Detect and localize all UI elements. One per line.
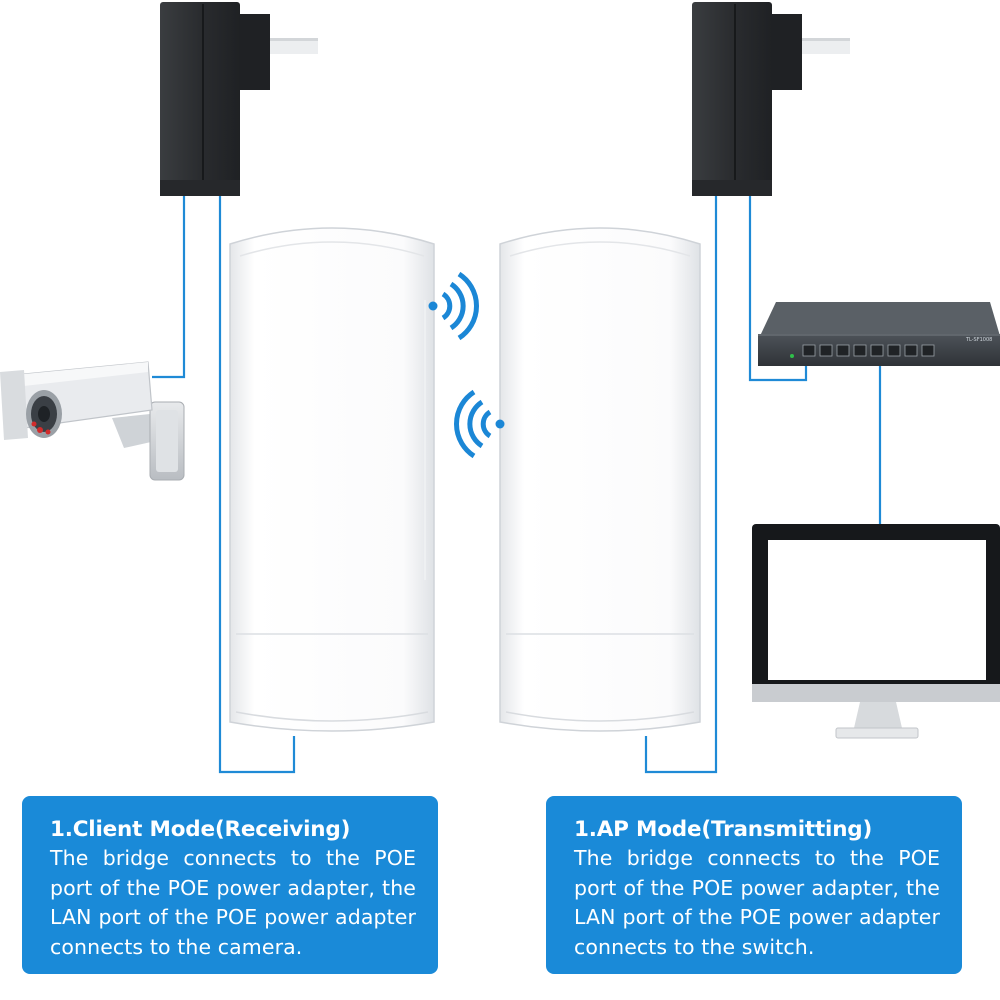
cable-adapter-to-ap-bridge: [644, 196, 718, 774]
power-adapter-icon: [692, 2, 850, 196]
client-mode-description: The bridge connects to the POE port of t…: [50, 846, 416, 959]
switch-icon: [758, 302, 1000, 366]
monitor-icon: [752, 524, 1000, 739]
wifi-signal-icon: [428, 271, 479, 341]
ap-mode-title: 1.AP Mode(Transmitting): [574, 817, 873, 842]
cables: [152, 196, 882, 774]
bridge-icon: [229, 227, 435, 732]
ap-mode-panel: 1.AP Mode(Transmitting) The bridge conne…: [546, 796, 962, 974]
switch-brand-label: TL-SF1008: [966, 337, 993, 343]
client-mode-title: 1.Client Mode(Receiving): [50, 817, 351, 842]
wifi-signal-icon: [454, 389, 505, 459]
client-mode-panel: 1.Client Mode(Receiving) The bridge conn…: [22, 796, 438, 974]
cable-adapter-to-client-bridge: [218, 196, 296, 774]
switch-ports: [802, 344, 935, 357]
cable-adapter-to-camera: [152, 196, 186, 379]
camera-icon: [0, 361, 185, 481]
ap-mode-description: The bridge connects to the POE port of t…: [574, 846, 940, 959]
cable-adapter-to-switch: [748, 196, 808, 382]
bridge-icon: [499, 227, 701, 732]
power-adapter-icon: [160, 2, 318, 196]
